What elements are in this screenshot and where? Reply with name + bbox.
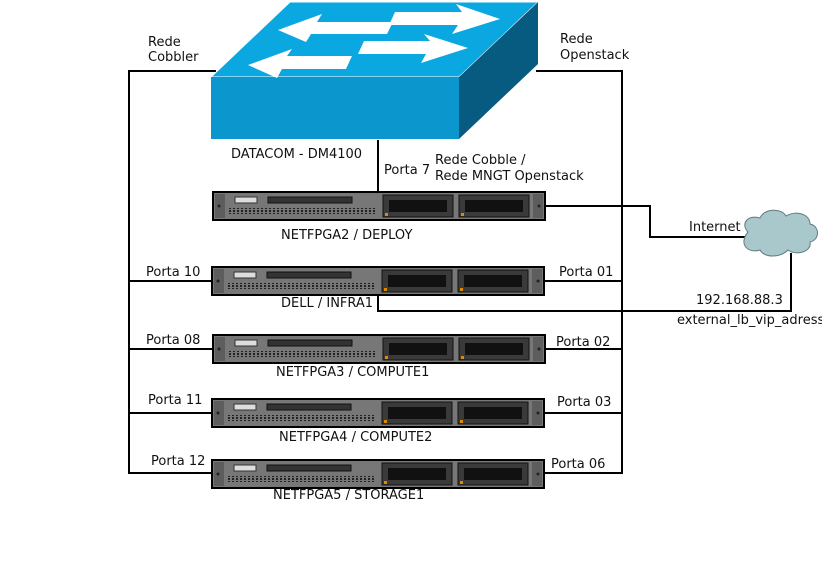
port-label-infra-left: Porta 10 <box>146 265 200 280</box>
vip-ip-label: 192.168.88.3 <box>696 293 783 308</box>
port-label-compute1-left: Porta 08 <box>146 333 200 348</box>
port-label-infra-right: Porta 01 <box>559 265 613 280</box>
cobbler-network-line <box>128 70 216 474</box>
openstack-network-line <box>536 70 623 474</box>
server-label-deploy: NETFPGA2 / DEPLOY <box>281 228 412 243</box>
openstack-network-label-line1: Rede <box>560 32 593 47</box>
vip-link <box>377 253 792 312</box>
server-storage1 <box>211 459 545 489</box>
wiring <box>128 70 792 474</box>
internet-label: Internet <box>689 220 741 235</box>
datacom-switch <box>209 1 540 139</box>
cobbler-network-label-line1: Rede <box>148 35 181 50</box>
port-label-compute2-left: Porta 11 <box>148 393 202 408</box>
mgmt-network-label-line1: Rede Cobble / <box>435 153 526 168</box>
server-compute2 <box>211 398 545 428</box>
port-label-compute1-right: Porta 02 <box>556 335 610 350</box>
internet-cloud-icon <box>743 209 818 257</box>
server-label-storage1: NETFPGA5 / STORAGE1 <box>273 488 424 503</box>
deploy-port-label: Porta 7 <box>384 163 430 178</box>
vip-name-label: external_lb_vip_adress <box>677 313 822 328</box>
cobbler-network-label-line2: Cobbler <box>148 50 199 65</box>
port-label-compute2-right: Porta 03 <box>557 395 611 410</box>
switch-arrows-icon <box>248 4 500 78</box>
server-label-infra1: DELL / INFRA1 <box>281 296 373 311</box>
switch-label: DATACOM - DM4100 <box>231 147 362 162</box>
port-label-storage-right: Porta 06 <box>551 457 605 472</box>
openstack-network-label-line2: Openstack <box>560 48 630 63</box>
mgmt-network-label-line2: Rede MNGT Openstack <box>435 169 584 184</box>
server-label-compute2: NETFPGA4 / COMPUTE2 <box>279 430 432 445</box>
internet-link <box>544 205 782 238</box>
server-deploy <box>212 191 546 221</box>
server-label-compute1: NETFPGA3 / COMPUTE1 <box>276 365 429 380</box>
server-infra1 <box>211 266 545 296</box>
server-compute1 <box>212 334 546 364</box>
port-label-storage-left: Porta 12 <box>151 454 205 469</box>
